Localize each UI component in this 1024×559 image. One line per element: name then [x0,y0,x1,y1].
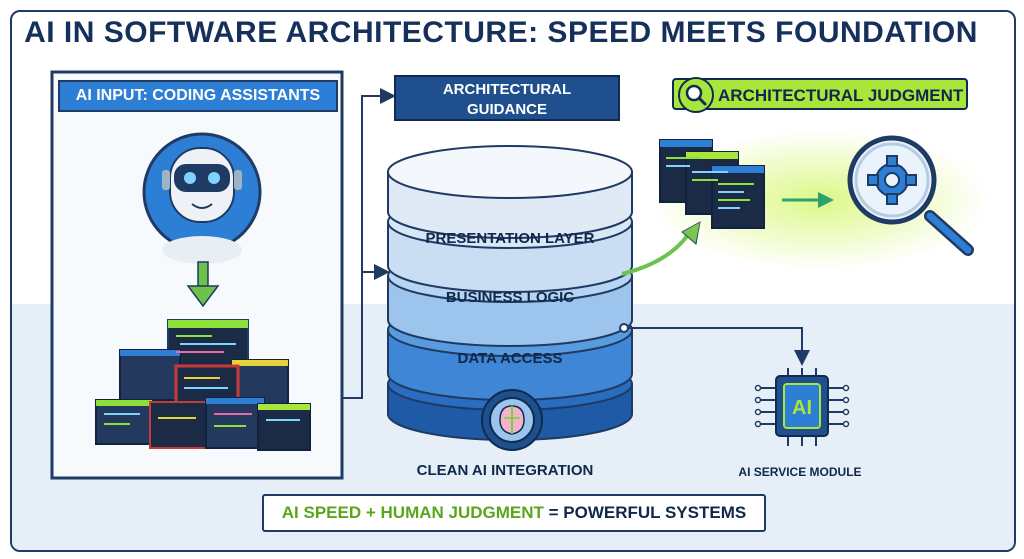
guidance-label: ARCHITECTURAL GUIDANCE [394,75,620,121]
layer-business-logic: BUSINESS LOGIC [445,289,575,306]
guidance-line-1: ARCHITECTURAL [442,81,572,98]
ai-module-connector [619,323,810,366]
panel-connector [342,88,396,399]
ai-chip-text: AI [792,397,812,419]
search-icon [678,77,714,113]
page-title: AI IN SOFTWARE ARCHITECTURE: SPEED MEETS… [24,16,978,49]
magnifier-gear-icon [847,135,974,256]
clean-ai-integration-label: CLEAN AI INTEGRATION [416,462,594,479]
tagline-plus: + [361,503,381,522]
judgment-label: ARCHITECTURAL JUDGMENT [672,78,968,110]
layer-presentation: PRESENTATION LAYER [425,230,595,247]
layer-data-access: DATA ACCESS [457,350,563,367]
right-arrow-icon [782,192,834,208]
ai-chip-icon: AI [754,368,850,446]
down-arrow-icon [186,261,220,308]
tagline-powerful-systems: POWERFUL SYSTEMS [563,503,747,522]
brain-gear-icon [481,389,543,451]
input-panel-label: AI INPUT: CODING ASSISTANTS [58,80,338,112]
code-documents-icon [659,139,765,229]
tagline-human-judgment: HUMAN JUDGMENT [380,503,544,522]
ai-service-module-label: AI SERVICE MODULE [738,465,862,479]
code-files-icon [95,319,311,451]
robot-icon [142,132,262,264]
guidance-line-2: GUIDANCE [466,101,547,118]
tagline-equals: = [543,503,564,522]
tagline-ai-speed: AI SPEED [281,503,362,522]
tagline-bar: AI SPEED + HUMAN JUDGMENT = POWERFUL SYS… [262,494,766,532]
architecture-stack [387,145,633,441]
